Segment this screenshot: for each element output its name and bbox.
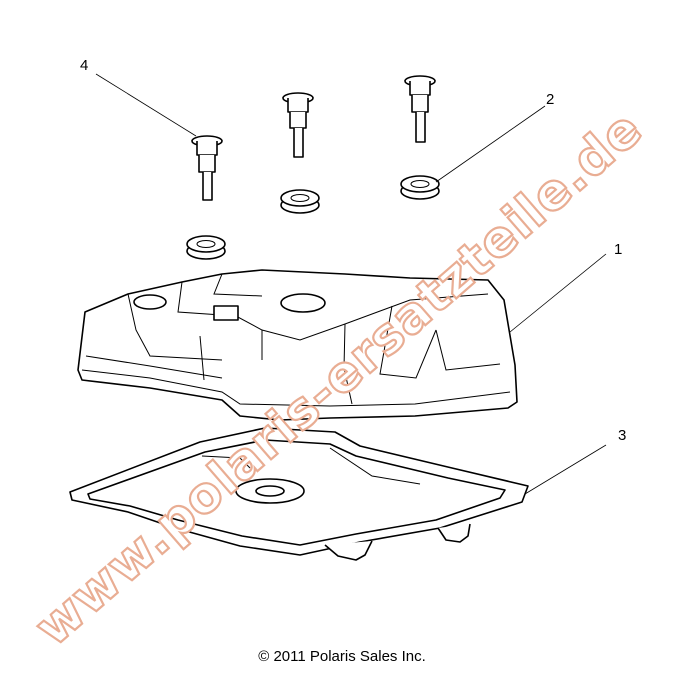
valve-cover bbox=[77, 269, 518, 421]
copyright-notice: © 2011 Polaris Sales Inc. bbox=[258, 648, 426, 665]
bolt bbox=[191, 135, 223, 201]
valve-cover-gasket bbox=[69, 427, 529, 561]
leader-lines bbox=[95, 73, 607, 495]
bolt bbox=[282, 92, 314, 158]
grommet bbox=[280, 189, 320, 214]
grommet bbox=[400, 175, 440, 200]
callout-3: 3 bbox=[618, 427, 626, 444]
bolt bbox=[404, 75, 436, 143]
callout-4: 4 bbox=[80, 57, 88, 74]
callout-1: 1 bbox=[614, 241, 622, 258]
grommet bbox=[186, 235, 226, 260]
callout-2: 2 bbox=[546, 91, 554, 108]
